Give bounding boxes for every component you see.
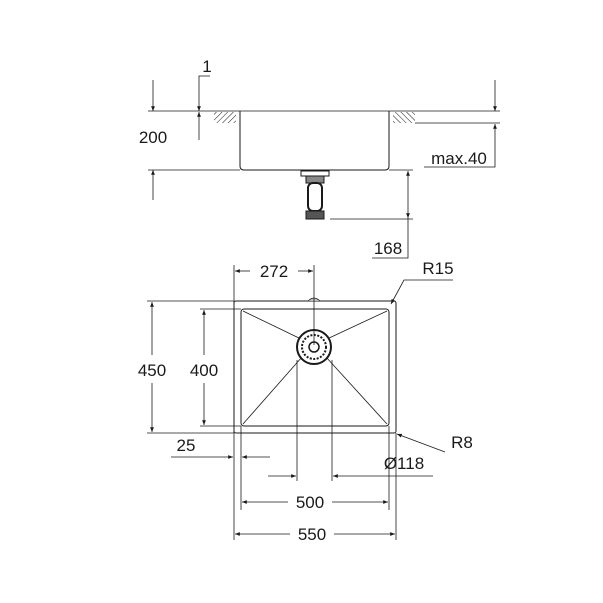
dim-drain-diameter-label: Ø118 — [384, 454, 424, 473]
leader-r8 — [396, 433, 446, 453]
sink-bowl — [240, 308, 390, 427]
dim-corner-outer-radius-label: R15 — [422, 259, 453, 278]
dim-drain-offset-label: 272 — [260, 262, 288, 281]
counter-hatch-right — [393, 112, 415, 123]
waste-fitting — [300, 170, 330, 220]
dim-outer-width-label: 550 — [298, 525, 326, 544]
side-view: 200 1 max.40 168 — [139, 57, 500, 259]
dim-waste-height-label: 168 — [374, 239, 402, 258]
dim-corner-inner-radius-label: R8 — [451, 433, 473, 452]
dim-inner-width-label: 500 — [296, 493, 324, 512]
dim-arrow — [372, 195, 410, 259]
dim-rim-label: 25 — [177, 436, 196, 455]
dim-thickness-label: 1 — [202, 57, 211, 76]
sink-outer-rim — [233, 300, 397, 434]
dim-counter-max-label: max.40 — [431, 149, 487, 168]
dim-arrow — [424, 123, 497, 168]
counter-hatch-left — [214, 112, 236, 123]
dim-arrow — [197, 75, 210, 111]
dim-depth-label: 200 — [139, 128, 167, 147]
sink-bowl-profile — [239, 111, 390, 171]
leader-r15 — [390, 279, 453, 305]
top-view: 450 400 272 R15 R8 25 Ø118 500 — [138, 259, 473, 544]
bowl-slope-lines — [242, 310, 388, 425]
dim-outer-depth-label: 450 — [138, 361, 166, 380]
dim-inner-depth-label: 400 — [190, 361, 218, 380]
